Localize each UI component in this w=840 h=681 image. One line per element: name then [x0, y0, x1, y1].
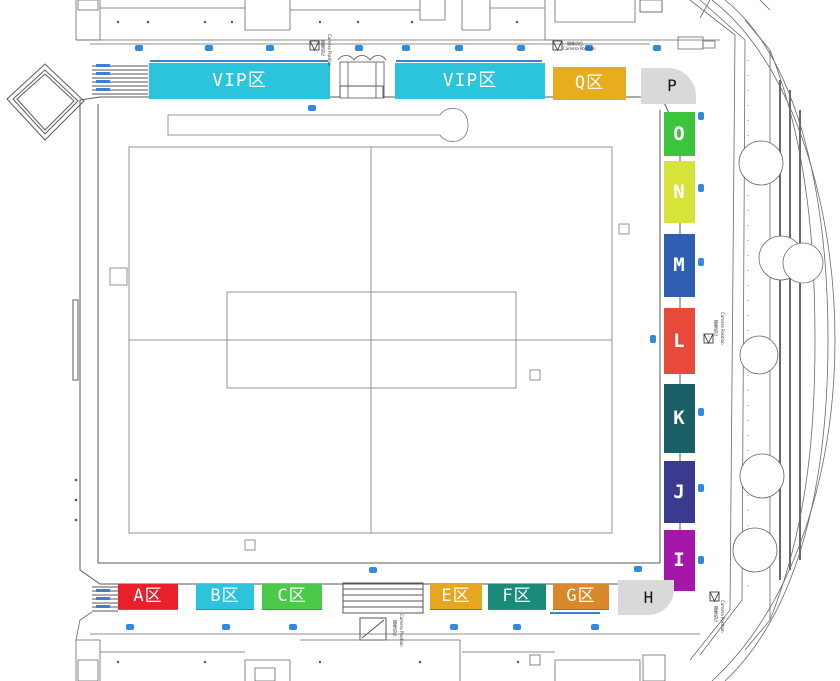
- camera-label-en: Camera Position: [399, 614, 404, 647]
- west-stair-block: [6, 63, 85, 141]
- camera-label-cn: 摄像机位: [714, 606, 719, 622]
- section-b[interactable]: B区: [196, 584, 254, 609]
- camera-label-cn: 摄像机位: [567, 41, 583, 46]
- camera-label-en: Camera Position: [720, 312, 725, 345]
- south-concourse: [75, 611, 700, 681]
- court-outline: [72, 85, 681, 585]
- section-q[interactable]: Q区: [553, 67, 626, 100]
- camera-label-en: Camera Position: [327, 34, 332, 67]
- section-a[interactable]: A区: [118, 584, 178, 609]
- east-stand-structure: [689, 0, 836, 681]
- section-o[interactable]: O: [664, 112, 695, 156]
- section-seat-strips: [118, 60, 609, 614]
- west-seat-rows: [92, 65, 148, 612]
- section-e[interactable]: E区: [430, 584, 482, 609]
- section-g[interactable]: G区: [553, 584, 609, 609]
- east-columns: [732, 140, 824, 573]
- section-k[interactable]: K: [664, 384, 695, 453]
- camera-label-cn: 摄像机位: [321, 40, 326, 56]
- section-m[interactable]: M: [664, 234, 695, 297]
- section-n[interactable]: N: [664, 161, 695, 223]
- section-l[interactable]: L: [664, 308, 695, 374]
- service-markers: [126, 45, 704, 630]
- north-central-blocks: [337, 55, 387, 99]
- section-c[interactable]: C区: [262, 584, 322, 609]
- column-dots: [74, 20, 520, 664]
- playing-field: [109, 108, 630, 551]
- camera-label-cn: 摄像机位: [393, 620, 398, 636]
- camera-markers: [309, 40, 720, 602]
- section-vip-right[interactable]: VIP区: [395, 63, 545, 99]
- south-central-bleacher: [342, 582, 424, 641]
- camera-label-en: Camera Position: [720, 600, 725, 633]
- section-f[interactable]: F区: [488, 584, 546, 609]
- camera-label-en: Camera Position: [563, 46, 596, 51]
- section-vip-left[interactable]: VIP区: [149, 63, 330, 99]
- camera-label-cn: 摄像机位: [714, 320, 719, 336]
- west-seat-dots: [96, 64, 110, 608]
- north-concourse: [75, 0, 720, 50]
- section-j[interactable]: J: [664, 461, 695, 523]
